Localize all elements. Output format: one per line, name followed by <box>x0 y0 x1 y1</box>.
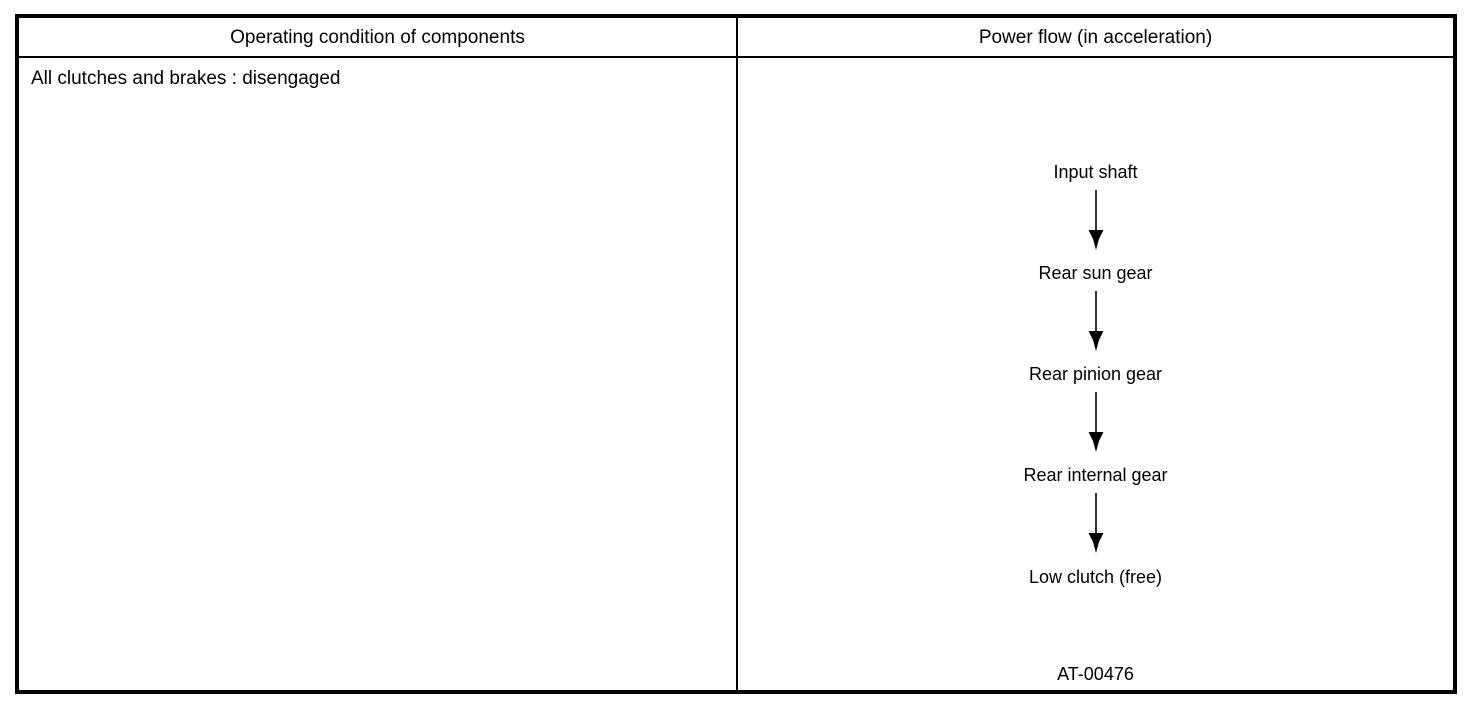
flow-node-rear-internal-gear: Rear internal gear <box>1023 465 1168 485</box>
condition-text: All clutches and brakes : disengaged <box>31 68 341 89</box>
operating-condition-cell: All clutches and brakes : disengaged <box>19 58 736 690</box>
figure-code: AT-00476 <box>1057 664 1134 684</box>
column-header-power-flow: Power flow (in acceleration) <box>978 26 1213 48</box>
table-inner: Operating condition of components Power … <box>19 18 1453 690</box>
flow-node-input-shaft: Input shaft <box>1053 162 1138 182</box>
column-divider <box>736 18 738 690</box>
column-header-operating-condition: Operating condition of components <box>230 26 525 48</box>
power-flow-cell: Input shaft Rear sun gear Rear pinion ge… <box>738 58 1453 690</box>
power-flow-diagram: Input shaft Rear sun gear Rear pinion ge… <box>738 58 1453 698</box>
flow-node-rear-sun-gear: Rear sun gear <box>1038 263 1153 283</box>
flow-arrow-down-icon-3 <box>738 392 1453 452</box>
flow-arrow-down-icon-1 <box>738 190 1453 250</box>
flow-arrow-down-icon-4 <box>738 493 1453 553</box>
flow-node-low-clutch-free: Low clutch (free) <box>1028 567 1163 587</box>
power-flow-table: Operating condition of components Power … <box>15 14 1457 694</box>
flow-node-rear-pinion-gear: Rear pinion gear <box>1028 364 1163 384</box>
flow-arrow-down-icon-2 <box>738 291 1453 351</box>
